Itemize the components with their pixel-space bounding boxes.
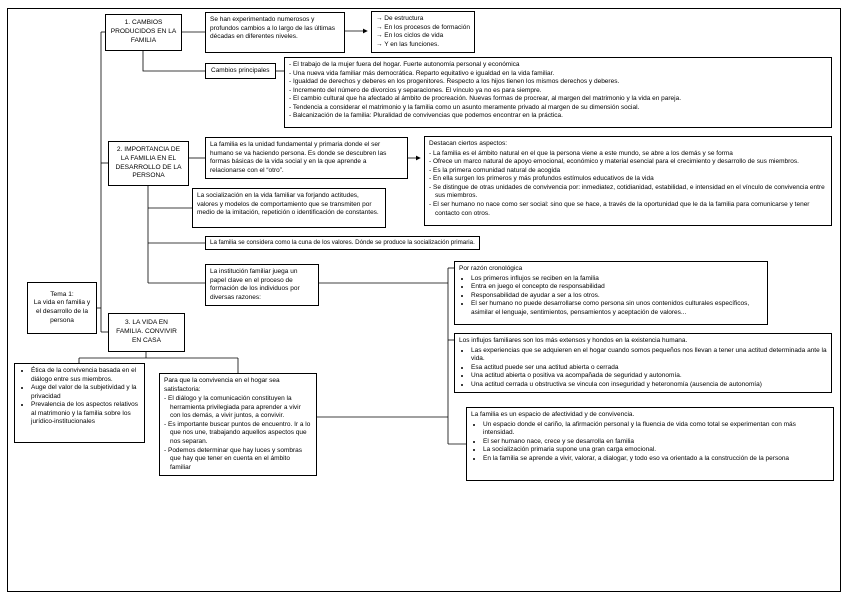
- list-item: Podemos determinar que hay luces y sombr…: [164, 447, 312, 473]
- influjos-title: Los influjos familiares son los más exte…: [459, 337, 688, 344]
- etica-list: Ética de la convivencia basada en el diá…: [19, 367, 140, 427]
- institucion-box: La institución familiar juega un papel c…: [205, 264, 319, 307]
- cambios-intro-box: Se han experimentado numerosos y profund…: [205, 12, 345, 53]
- list-item: Ética de la convivencia basada en el diá…: [31, 367, 140, 384]
- list-item: Incremento del número de divorcios y sep…: [289, 87, 827, 96]
- list-item: Ofrece un marco natural de apoyo emocion…: [429, 158, 827, 167]
- list-item: Los primeros influjos se reciben en la f…: [471, 275, 763, 284]
- aspectos-box: Destacan ciertos aspectos: La familia es…: [424, 136, 832, 226]
- unidad-fundamental-text: La familia es la unidad fundamental y pr…: [210, 141, 387, 174]
- cambios-intro-text: Se han experimentado numerosos y profund…: [210, 16, 336, 41]
- node-vida-familia-label: 3. LA VIDA EN FAMILIA. CONVIVIR EN CASA: [116, 319, 177, 344]
- list-item: → En los ciclos de vida: [376, 32, 444, 40]
- cambios-principales-list: El trabajo de la mujer fuera del hogar. …: [289, 61, 827, 121]
- list-item: → De estructura: [376, 15, 424, 22]
- etica-box: Ética de la convivencia basada en el diá…: [14, 363, 145, 443]
- influjos-list: Las experiencias que se adquieren en el …: [459, 347, 827, 390]
- node-importancia-label: 2. IMPORTANCIA DE LA FAMILIA EN EL DESAR…: [115, 146, 182, 180]
- cambios-principales-label: Cambios principales: [211, 67, 270, 74]
- niveles-box: → De estructura→ En los procesos de form…: [371, 11, 475, 54]
- list-item: Un espacio donde el cariño, la afirmació…: [483, 421, 829, 438]
- list-item: Entra en juego el concepto de responsabi…: [471, 283, 763, 292]
- list-item: En la familia se aprende a vivir, valora…: [483, 455, 829, 464]
- cuna-valores-text: La familia se considera como la cuna de …: [210, 239, 475, 246]
- aspectos-title: Destacan ciertos aspectos:: [429, 140, 508, 147]
- socializacion-text: La socialización en la vida familiar va …: [197, 192, 379, 217]
- root-node-tema1: Tema 1: La vida en familia y el desarrol…: [27, 282, 97, 334]
- razon-cronologica-list: Los primeros influjos se reciben en la f…: [459, 275, 763, 318]
- list-item: Es importante buscar puntos de encuentro…: [164, 421, 312, 447]
- influjos-box: Los influjos familiares son los más exte…: [454, 333, 832, 394]
- cuna-valores-box: La familia se considera como la cuna de …: [205, 236, 480, 250]
- unidad-fundamental-box: La familia es la unidad fundamental y pr…: [205, 137, 408, 180]
- list-item: Una actitud abierta o positiva va acompa…: [471, 372, 827, 381]
- list-item: Balcanización de la familia: Pluralidad …: [289, 112, 827, 121]
- list-item: → Y en las funciones.: [376, 40, 439, 48]
- socializacion-box: La socialización en la vida familiar va …: [192, 188, 386, 228]
- list-item: Una nueva vida familiar más democrática.…: [289, 70, 827, 79]
- list-item: Responsabilidad de ayudar a ser a los ot…: [471, 292, 763, 301]
- list-item: En ella surgen los primeros y más profun…: [429, 175, 827, 184]
- aspectos-list: La familia es el ámbito natural en el qu…: [429, 150, 827, 219]
- node-cambios: 1. CAMBIOS PRODUCIDOS EN LA FAMILIA: [105, 14, 182, 51]
- root-title: Tema 1:: [50, 290, 74, 298]
- list-item: Se distingue de otras unidades de conviv…: [429, 184, 827, 201]
- list-item: Prevalencia de los aspectos relativos al…: [31, 401, 140, 427]
- cambios-principales-box: El trabajo de la mujer fuera del hogar. …: [284, 57, 832, 128]
- list-item: Es la primera comunidad natural de acogi…: [429, 167, 827, 176]
- afectividad-title: La familia es un espacio de afectividad …: [471, 411, 635, 418]
- afectividad-list: Un espacio donde el cariño, la afirmació…: [471, 421, 829, 464]
- convivencia-list: El diálogo y la comunicación constituyen…: [164, 395, 312, 472]
- list-item: Una actitud cerrada u obstructiva se vin…: [471, 381, 827, 390]
- list-item: El ser humano nace, crece y se desarroll…: [483, 438, 829, 447]
- list-item: Auge del valor de la subjetividad y la p…: [31, 384, 140, 401]
- root-body: La vida en familia y el desarrollo de la…: [33, 299, 91, 324]
- institucion-text: La institución familiar juega un papel c…: [210, 268, 300, 301]
- list-item: El trabajo de la mujer fuera del hogar. …: [289, 61, 827, 70]
- list-item: Igualdad de derechos y deberes en los pr…: [289, 78, 827, 87]
- afectividad-box: La familia es un espacio de afectividad …: [466, 407, 834, 481]
- razon-cronologica-title: Por razón cronológica: [459, 265, 523, 272]
- list-item: Las experiencias que se adquieren en el …: [471, 347, 827, 364]
- list-item: La socialización primaria supone una gra…: [483, 446, 829, 455]
- list-item: El ser humano no nace como ser social: s…: [429, 201, 827, 218]
- list-item: El cambio cultural que ha afectado al ám…: [289, 95, 827, 104]
- razon-cronologica-box: Por razón cronológica Los primeros influ…: [454, 261, 768, 325]
- convivencia-title: Para que la convivencia en el hogar sea …: [164, 377, 280, 393]
- list-item: Tendencia a considerar el matrimonio y l…: [289, 104, 827, 113]
- list-item: El ser humano no puede desarrollarse com…: [471, 300, 763, 317]
- node-cambios-label: 1. CAMBIOS PRODUCIDOS EN LA FAMILIA: [110, 19, 177, 44]
- niveles-list: → De estructura→ En los procesos de form…: [376, 15, 470, 49]
- list-item: La familia es el ámbito natural en el qu…: [429, 150, 827, 159]
- list-item: → En los procesos de formación: [376, 23, 470, 31]
- convivencia-box: Para que la convivencia en el hogar sea …: [159, 373, 317, 477]
- node-vida-familia: 3. LA VIDA EN FAMILIA. CONVIVIR EN CASA: [108, 313, 185, 352]
- list-item: Esa actitud puede ser una actitud abiert…: [471, 364, 827, 373]
- list-item: El diálogo y la comunicación constituyen…: [164, 395, 312, 421]
- node-importancia: 2. IMPORTANCIA DE LA FAMILIA EN EL DESAR…: [108, 141, 189, 186]
- cambios-principales-label-box: Cambios principales: [205, 63, 276, 79]
